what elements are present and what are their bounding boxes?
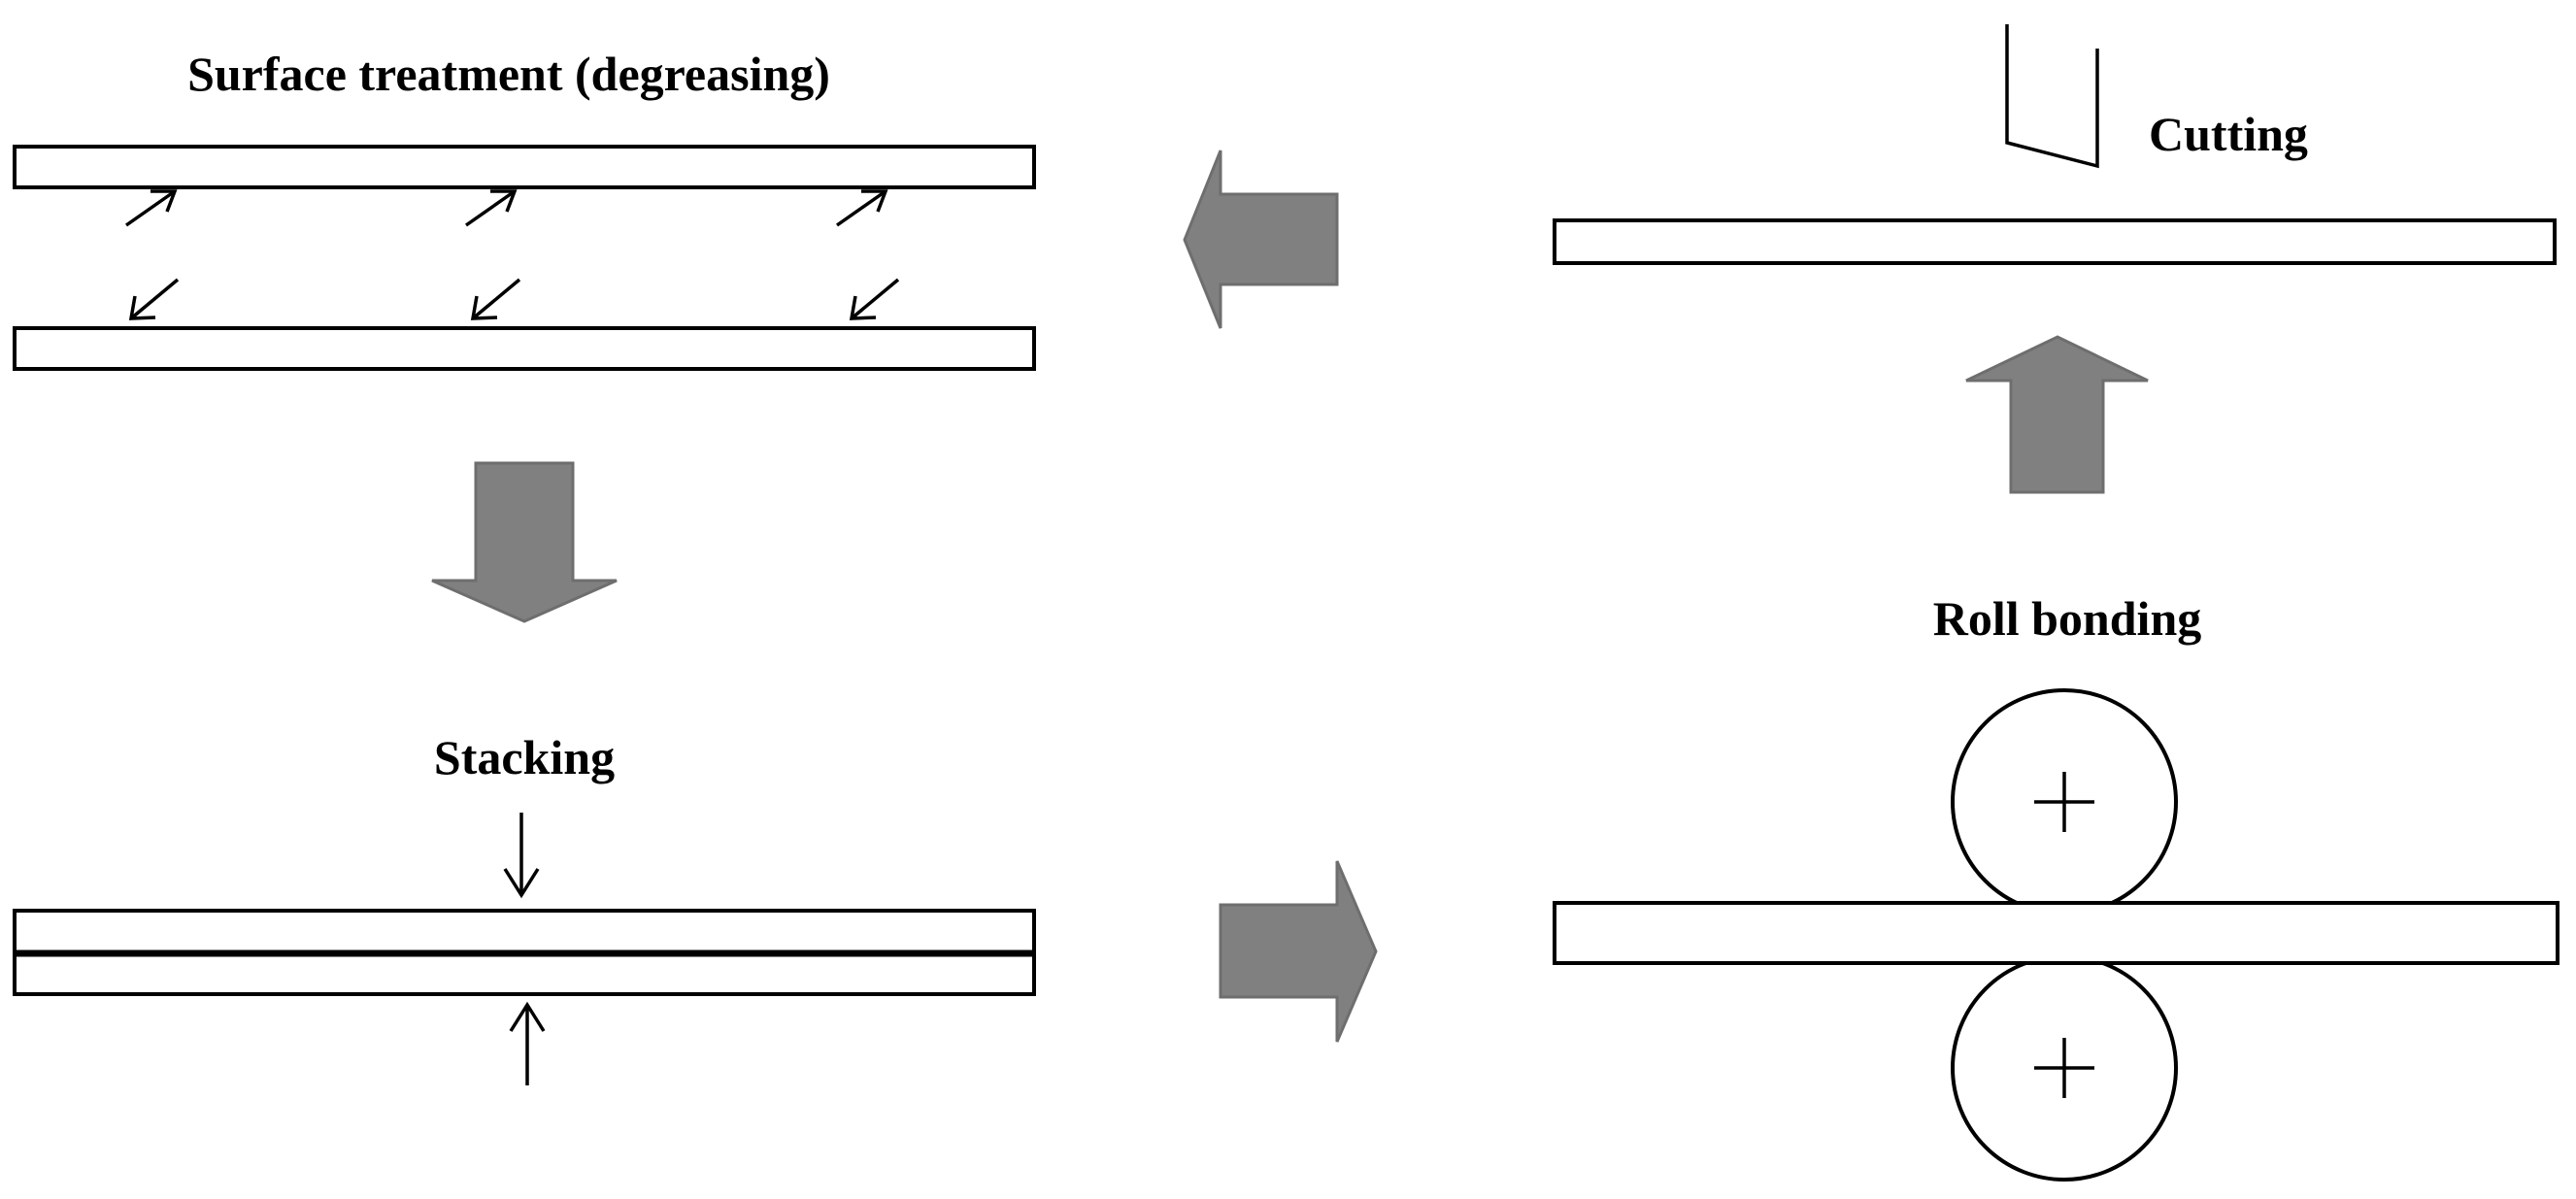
flow-arrow-down [431, 461, 618, 623]
flow-arrow-up [1965, 335, 2149, 494]
upper-sheet [13, 145, 1036, 189]
stacking-step: Stacking [13, 730, 1036, 1085]
degreasing-arrows-down [128, 278, 900, 320]
bonded-sheet [1553, 901, 2559, 965]
flow-arrow-right [1219, 860, 1378, 1043]
cut-sheet [1553, 218, 2557, 265]
stacked-sheet-top [13, 909, 1036, 955]
roll-bonding-label: Roll bonding [1933, 591, 2202, 646]
surface-treatment-label: Surface treatment (degreasing) [187, 47, 830, 101]
stacking-label: Stacking [434, 730, 615, 784]
roll-bonding-step: Roll bonding [1553, 591, 2559, 1182]
cutting-label: Cutting [2149, 107, 2308, 161]
cutting-step: Cutting [1553, 24, 2557, 265]
surface-treatment-step: Surface treatment (degreasing) [13, 47, 1036, 371]
stacked-sheet-bottom [13, 951, 1036, 996]
cutting-blade-icon [2005, 24, 2099, 169]
lower-sheet [13, 326, 1036, 371]
flow-arrow-left [1183, 150, 1339, 329]
degreasing-arrows-up [124, 189, 888, 227]
